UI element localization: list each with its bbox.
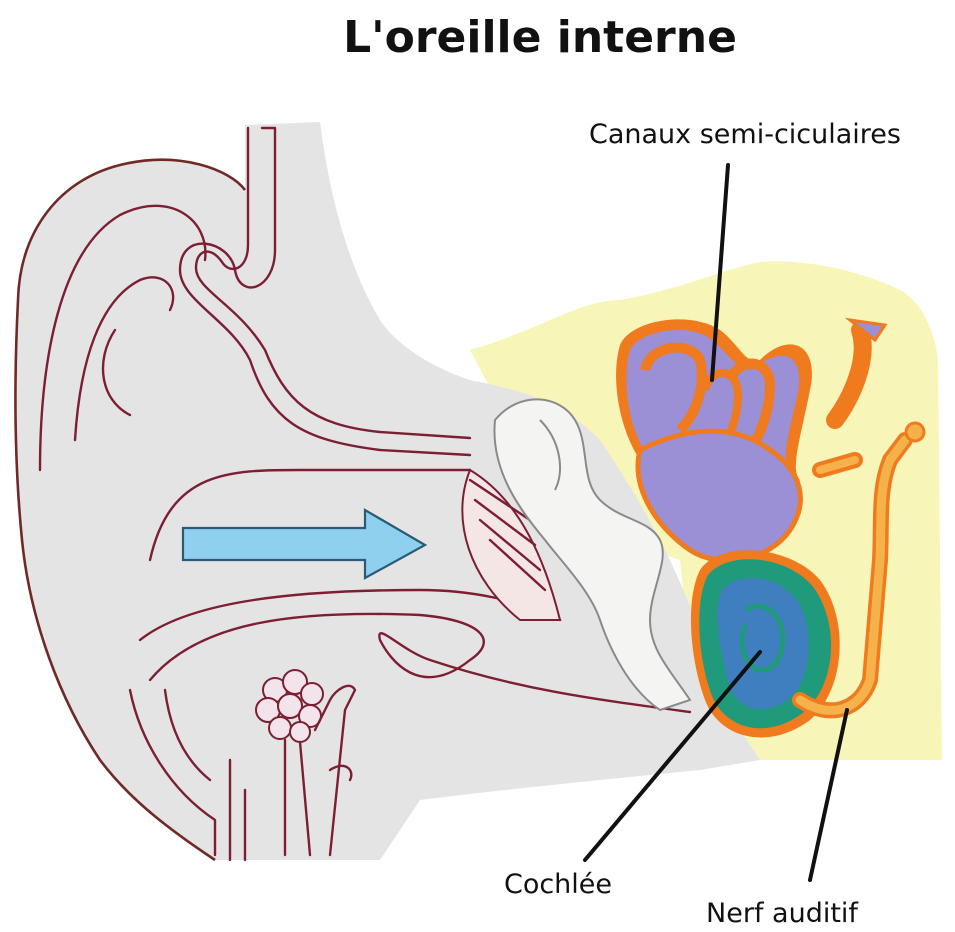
diagram-title: L'oreille interne — [343, 12, 737, 63]
label-semicircular-canals: Canaux semi-ciculaires — [589, 119, 901, 150]
label-cochlea: Cochlée — [504, 869, 612, 900]
label-auditory-nerve: Nerf auditif — [706, 898, 859, 929]
